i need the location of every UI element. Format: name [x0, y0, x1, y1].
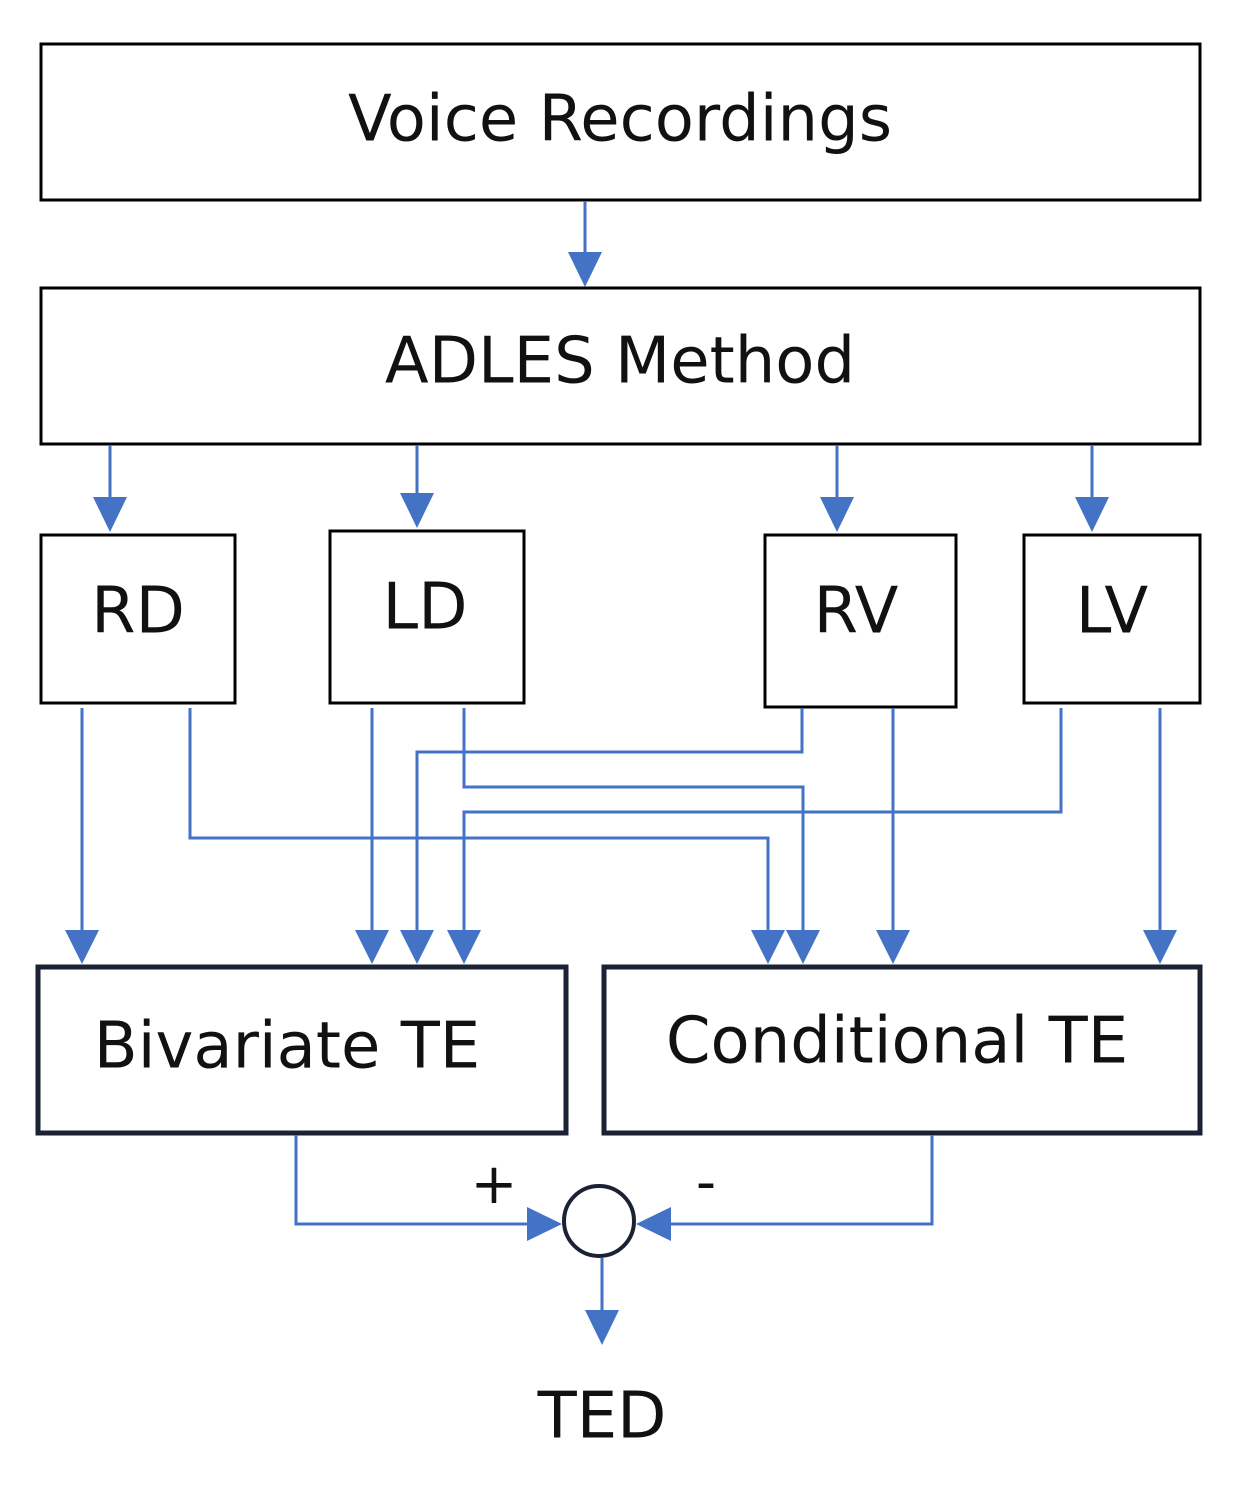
connector-rv-to-conditional	[876, 708, 910, 964]
arrowhead-icon	[65, 930, 99, 964]
connector-adles-to-ld	[400, 445, 434, 528]
connector-rd-to-bivariate	[65, 708, 99, 964]
connector-ld-to-bivariate	[355, 708, 389, 964]
arrowhead-icon	[1075, 497, 1109, 532]
arrowhead-icon	[527, 1207, 562, 1241]
minus-sign-label: -	[696, 1150, 716, 1215]
voice-recordings-label: Voice Recordings	[348, 83, 892, 157]
arrowhead-icon	[585, 1310, 619, 1345]
connector-conditional-to-sum	[636, 1135, 934, 1241]
ted-output-label: TED	[537, 1380, 667, 1454]
rv-box: RV	[763, 533, 958, 709]
arrowhead-icon	[568, 252, 602, 287]
connector-bivariate-to-sum	[294, 1135, 562, 1241]
arrowhead-icon	[355, 930, 389, 964]
arrowhead-icon	[636, 1207, 671, 1241]
arrowhead-icon	[93, 497, 127, 532]
ld-box: LD	[328, 529, 526, 705]
arrowhead-icon	[876, 930, 910, 964]
voice-recordings-box: Voice Recordings	[39, 42, 1202, 202]
rv-label: RV	[814, 575, 899, 649]
lv-label: LV	[1076, 575, 1149, 649]
arrowhead-icon	[751, 930, 785, 964]
arrowhead-icon	[820, 497, 854, 532]
adles-method-box: ADLES Method	[39, 286, 1202, 446]
connector-sum-to-output	[585, 1258, 619, 1345]
arrowhead-icon	[400, 930, 434, 964]
arrowhead-icon	[447, 930, 481, 964]
adles-method-label: ADLES Method	[385, 325, 855, 399]
connector-adles-to-rd	[93, 445, 127, 532]
connector-rv-to-bivariate	[400, 708, 804, 964]
rd-label: RD	[91, 575, 185, 649]
conditional-te-box: Conditional TE	[601, 964, 1203, 1136]
connector-voice-to-adles	[568, 201, 602, 287]
summing-junction	[562, 1184, 636, 1258]
connector-lv-to-conditional	[1143, 708, 1177, 964]
arrowhead-icon	[400, 493, 434, 528]
connector-adles-to-lv	[1075, 445, 1109, 532]
lv-box: LV	[1022, 533, 1202, 705]
plus-sign-label: +	[471, 1152, 518, 1217]
connector-ld-to-conditional	[462, 708, 820, 964]
conditional-te-label: Conditional TE	[666, 1005, 1128, 1079]
bivariate-te-label: Bivariate TE	[94, 1010, 480, 1084]
arrowhead-icon	[786, 930, 820, 964]
ld-label: LD	[383, 571, 468, 645]
connector-rd-to-conditional	[188, 708, 785, 964]
connector-lv-to-bivariate	[447, 708, 1063, 964]
arrowhead-icon	[1143, 930, 1177, 964]
connector-adles-to-rv	[820, 445, 854, 532]
rd-box: RD	[39, 533, 237, 705]
bivariate-te-box: Bivariate TE	[35, 964, 569, 1136]
